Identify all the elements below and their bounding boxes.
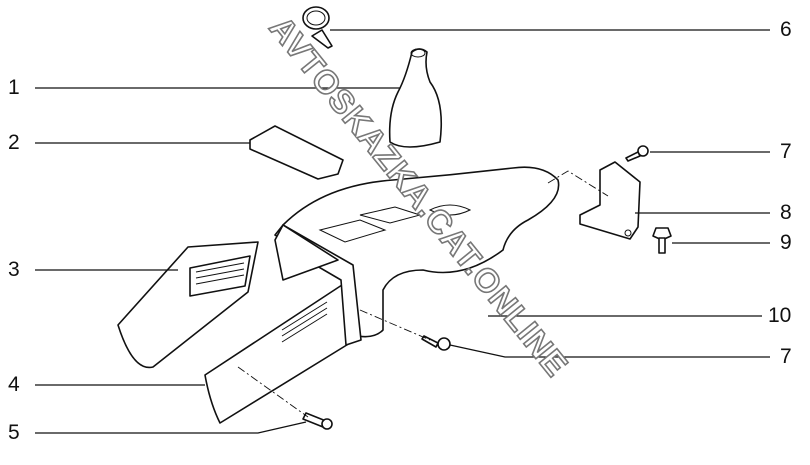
leader-5 (35, 421, 307, 434)
mounting-bracket (579, 161, 641, 240)
leader-7b (449, 344, 770, 358)
callout-5: 5 (8, 421, 20, 444)
callout-1: 1 (8, 76, 20, 99)
callout-4: 4 (8, 373, 20, 396)
center-console (274, 166, 560, 346)
storage-cover (249, 125, 344, 180)
callout-8: 8 (780, 201, 792, 224)
gear-lever-boot (388, 48, 443, 148)
callout-6: 6 (780, 18, 792, 41)
left-side-panel (117, 241, 259, 369)
hex-bolt (652, 227, 672, 254)
callout-10: 10 (768, 304, 792, 327)
callout-2: 2 (8, 131, 20, 154)
screw-bottom (302, 412, 333, 430)
callout-9: 9 (780, 231, 792, 254)
screw-upper (625, 145, 649, 162)
callout-3: 3 (8, 258, 20, 281)
callout-7b: 7 (780, 345, 792, 368)
hose-clamp (302, 6, 333, 49)
right-side-panel (204, 282, 351, 424)
callout-7a: 7 (780, 140, 792, 163)
